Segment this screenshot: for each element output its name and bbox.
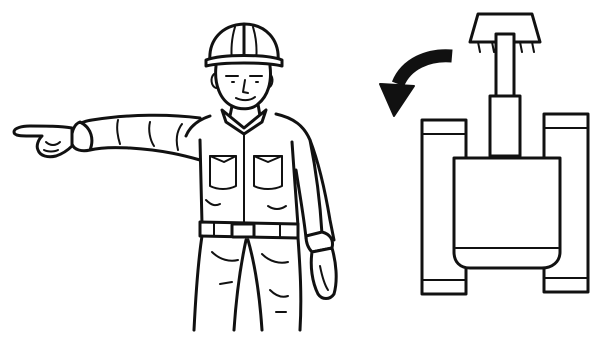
hard-hat-icon (206, 24, 282, 66)
rotation-arrow-icon (380, 56, 452, 116)
pointing-arm (71, 115, 200, 160)
worker-legs (194, 236, 301, 330)
worker-belt (200, 222, 298, 238)
excavator-body (454, 158, 560, 268)
excavator-arm (496, 34, 514, 96)
worker-head (212, 66, 273, 109)
shirt-collar (222, 110, 266, 134)
signaler-worker (14, 24, 336, 330)
pointing-hand-icon (14, 126, 72, 157)
excavator-boom (490, 96, 520, 156)
